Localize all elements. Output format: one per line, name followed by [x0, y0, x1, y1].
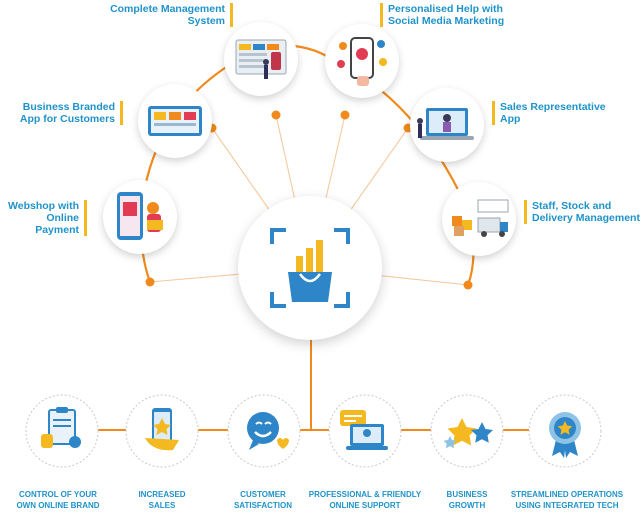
label-line: CONTROL OF YOUR [19, 490, 97, 499]
label-line: Delivery Management [532, 212, 640, 224]
feature-label-delivery: Staff, Stock and Delivery Management [524, 200, 640, 224]
label-line: PROFESSIONAL & FRIENDLY [308, 490, 422, 499]
label-line: SATISFACTION [233, 501, 293, 510]
label-line: Personalised Help with [388, 3, 503, 15]
label-accent-bar [380, 3, 383, 27]
label-line: Business Branded [22, 101, 115, 113]
benefit-label-online-support: PROFESSIONAL & FRIENDLY ONLINE SUPPORT [300, 489, 430, 511]
benefit-business-growth [428, 392, 506, 470]
label-line: Webshop with [8, 200, 79, 212]
label-line: STREAMLINED OPERATIONS [510, 490, 624, 499]
benefit-label-online-brand: CONTROL OF YOUR OWN ONLINE BRAND [0, 489, 123, 511]
benefit-label-increased-sales: INCREASED SALES [97, 489, 227, 511]
label-line: Staff, Stock and [532, 200, 612, 212]
tablet-app-icon [148, 106, 202, 136]
label-line: Online Payment [35, 212, 79, 236]
feature-webshop [103, 180, 177, 254]
dashboard-screen-icon [235, 39, 287, 79]
label-line: Sales Representative [500, 101, 606, 113]
label-line: GROWTH [448, 501, 486, 510]
label-accent-bar [492, 101, 495, 125]
benefit-online-brand [23, 392, 101, 470]
label-line: USING INTEGRATED TECH [515, 501, 619, 510]
label-line: SALES [148, 501, 176, 510]
label-line: ONLINE SUPPORT [329, 501, 401, 510]
benefit-customer-satisfaction [225, 392, 303, 470]
label-accent-bar [120, 101, 123, 125]
phone-star-hand-icon [125, 394, 199, 468]
label-line: BUSINESS [446, 490, 488, 499]
feature-label-branded-app: Business Branded App for Customers [19, 101, 123, 125]
feature-delivery-management [442, 182, 516, 256]
benefit-label-customer-satisfaction: CUSTOMER SATISFACTION [198, 489, 328, 511]
stars-icon [430, 394, 504, 468]
feature-label-social: Personalised Help with Social Media Mark… [380, 3, 505, 27]
label-accent-bar [524, 200, 527, 224]
label-line: System [187, 15, 225, 27]
label-line: Social Media Marketing [388, 15, 505, 27]
feature-label-sales-rep: Sales Representative App [492, 101, 606, 125]
label-line: App for Customers [19, 113, 115, 125]
label-line: App [500, 113, 521, 125]
clipboard-thumbsup-icon [25, 394, 99, 468]
phone-social-icon [337, 37, 387, 86]
laptop-presenter-icon [417, 108, 474, 140]
smiley-chat-icon [227, 394, 301, 468]
benefit-streamlined-operations [526, 392, 604, 470]
feature-label-management: Complete Management System [110, 3, 233, 27]
benefit-online-support [326, 392, 404, 470]
laptop-support-icon [328, 394, 402, 468]
feature-sales-rep-app [410, 88, 484, 162]
award-badge-icon [528, 394, 602, 468]
label-line: Complete Management [110, 3, 225, 15]
feature-label-webshop: Webshop with Online Payment [0, 200, 87, 236]
delivery-truck-icon [452, 199, 509, 237]
feature-social-media [325, 24, 399, 98]
benefit-label-business-growth: BUSINESS GROWTH [402, 489, 532, 511]
phone-shopper-icon [117, 192, 163, 240]
center-hub [238, 196, 382, 340]
benefit-increased-sales [123, 392, 201, 470]
label-line: CUSTOMER [240, 490, 286, 499]
benefit-label-streamlined-operations: STREAMLINED OPERATIONS USING INTEGRATED … [502, 489, 632, 511]
label-line: OWN ONLINE BRAND [16, 501, 100, 510]
label-accent-bar [84, 200, 87, 236]
label-line: INCREASED [138, 490, 186, 499]
shopping-bag-chart-icon [270, 228, 350, 308]
feature-management-system [224, 22, 298, 96]
label-accent-bar [230, 3, 233, 27]
feature-branded-app [138, 84, 212, 158]
